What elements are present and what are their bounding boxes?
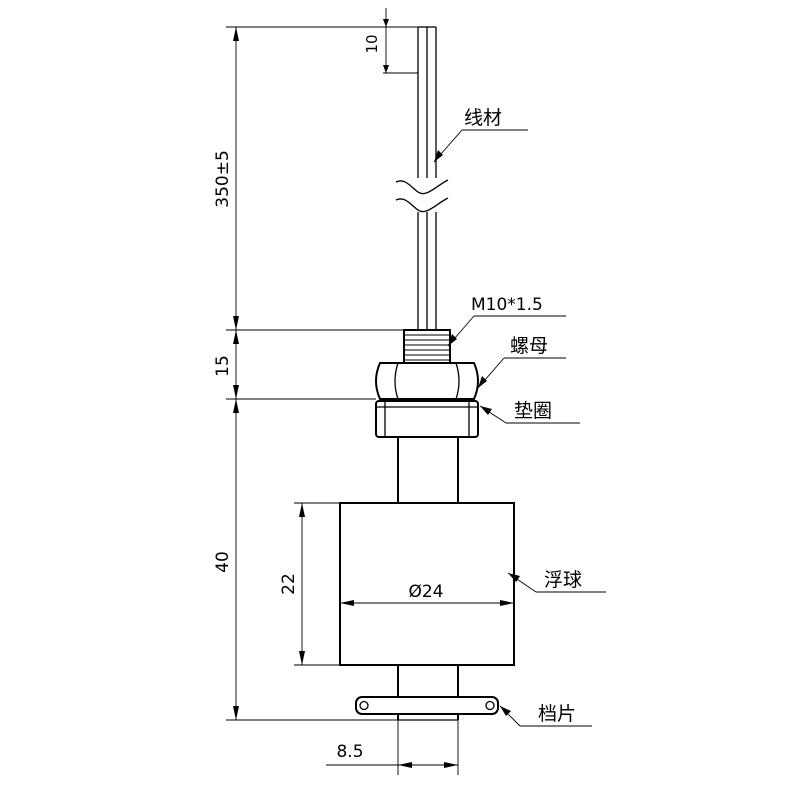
callout-wire: 线材 [433, 107, 528, 163]
dim-body-length-label: 40 [213, 551, 233, 573]
dim-wire-strip: 10 [363, 8, 418, 74]
dim-float-height-label: 22 [279, 573, 299, 595]
dim-float-diameter: Ø24 [340, 582, 514, 606]
washer [375, 400, 479, 438]
callout-nut: 螺母 [477, 335, 566, 389]
threaded-stud [403, 329, 451, 364]
callout-washer: 垫圈 [479, 400, 580, 424]
callout-thread: M10*1.5 [447, 295, 566, 347]
dim-body-length: 40 [213, 399, 398, 721]
callout-stopper: 档片 [499, 703, 592, 727]
dim-thread-height-label: 15 [213, 355, 233, 377]
callout-float-label: 浮球 [544, 569, 582, 591]
dim-float-height: 22 [279, 502, 340, 666]
dim-stem-width-label: 8.5 [336, 742, 363, 762]
dim-wire-strip-label: 10 [363, 34, 381, 53]
callout-stopper-label: 档片 [538, 703, 576, 725]
float-ball [339, 502, 515, 666]
callout-wire-label: 线材 [464, 107, 502, 129]
callout-nut-label: 螺母 [510, 335, 548, 357]
hex-nut [375, 362, 479, 400]
dim-float-diameter-label: Ø24 [408, 582, 443, 602]
dim-wire-length: 350±5 [213, 26, 418, 331]
wire-pair [395, 26, 449, 330]
dim-wire-length-label: 350±5 [213, 150, 233, 208]
callout-float: 浮球 [507, 569, 606, 593]
callout-thread-label: M10*1.5 [471, 295, 543, 315]
callout-washer-label: 垫圈 [514, 400, 552, 422]
stopper-plate [355, 696, 499, 715]
dim-thread-height: 15 [213, 330, 376, 400]
dim-stem-width: 8.5 [326, 720, 459, 775]
